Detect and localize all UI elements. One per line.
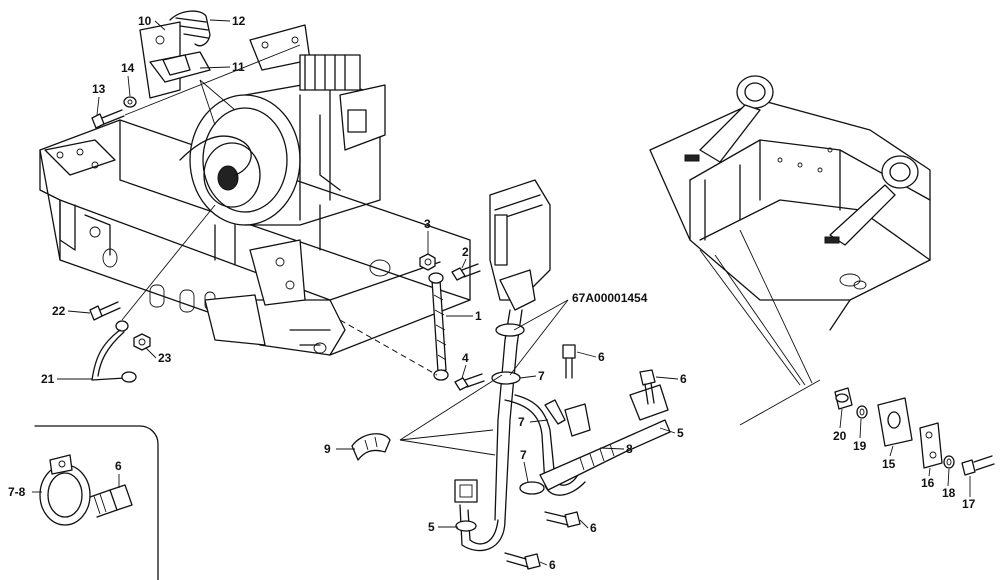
clamp-icon: [39, 454, 91, 526]
bolt-icon: [451, 263, 481, 281]
ground-strap-icon: [169, 10, 211, 47]
clamp-icon: [455, 520, 477, 532]
callout-21: 21: [41, 372, 55, 386]
detail-inset: [34, 425, 159, 580]
callout-11: 11: [232, 60, 245, 74]
callout-13: 13: [92, 82, 106, 96]
callout-20: 20: [833, 429, 847, 443]
washer-icon: [943, 455, 955, 469]
nut-icon: [133, 333, 151, 351]
callout-12: 12: [232, 14, 246, 28]
callout-22: 22: [52, 304, 66, 318]
callout-2: 2: [462, 245, 469, 259]
callout-assembly: 67A00001454: [572, 291, 648, 305]
right-small-parts: [834, 387, 995, 476]
ground-cable-group: [339, 253, 485, 391]
clamp-icon: [495, 323, 525, 337]
mount-bracket-detail: [91, 10, 301, 129]
nut-icon: [834, 387, 853, 410]
bolt-icon: [639, 369, 656, 405]
bolt-icon: [89, 301, 121, 321]
callout-7a: 7: [538, 369, 545, 383]
callout-3: 3: [424, 217, 431, 231]
callout-6b: 6: [680, 372, 687, 386]
nut-icon: [419, 253, 436, 271]
callout-5b: 5: [428, 520, 435, 534]
clamp-icon: [519, 481, 545, 495]
bolt-icon: [562, 344, 576, 379]
lower-left-cable-group: [89, 204, 216, 383]
cable-tie-icon: [351, 433, 391, 461]
callout-6e: 6: [115, 459, 122, 473]
callout-7-8: 7-8: [8, 485, 26, 499]
callout-18: 18: [942, 486, 956, 500]
callout-17: 17: [962, 497, 976, 511]
clamp-block-icon: [877, 397, 913, 447]
bolt-icon: [91, 109, 125, 129]
callout-15: 15: [882, 457, 896, 471]
callout-19: 19: [853, 439, 867, 453]
rubber-mount: [162, 54, 191, 76]
callout-6a: 6: [598, 350, 605, 364]
callout-5a: 5: [677, 426, 684, 440]
callout-7b: 7: [518, 415, 525, 429]
clamp-plate-icon: [919, 422, 943, 469]
callout-14: 14: [121, 61, 135, 75]
bolt-icon: [454, 373, 485, 391]
bolt-icon: [89, 484, 133, 518]
callout-23: 23: [158, 351, 172, 365]
clamp-icon: [564, 403, 591, 437]
callout-6d: 6: [549, 558, 556, 572]
callout-10: 10: [138, 14, 152, 28]
clamp-icon: [491, 371, 521, 385]
ground-cable-icon: [91, 329, 126, 381]
callout-7c: 7: [520, 448, 527, 462]
right-frame-assembly: [649, 75, 931, 426]
callout-8: 8: [626, 442, 633, 456]
callout-16: 16: [921, 476, 935, 490]
callout-6c: 6: [590, 521, 597, 535]
callout-labels: 10 12 11 14 13 3 2 1 4 22 23 21 67A00001…: [8, 14, 976, 572]
bolt-icon: [504, 552, 541, 570]
frame-assembly: [39, 24, 471, 356]
callout-9: 9: [324, 442, 331, 456]
washer-icon: [123, 96, 137, 108]
bolt-icon: [544, 511, 581, 528]
washer-icon: [856, 405, 868, 419]
bolt-icon: [961, 455, 995, 476]
callout-1: 1: [475, 309, 482, 323]
wire-harness: [399, 179, 671, 570]
callout-4: 4: [462, 351, 469, 365]
small-connector: [454, 479, 478, 503]
